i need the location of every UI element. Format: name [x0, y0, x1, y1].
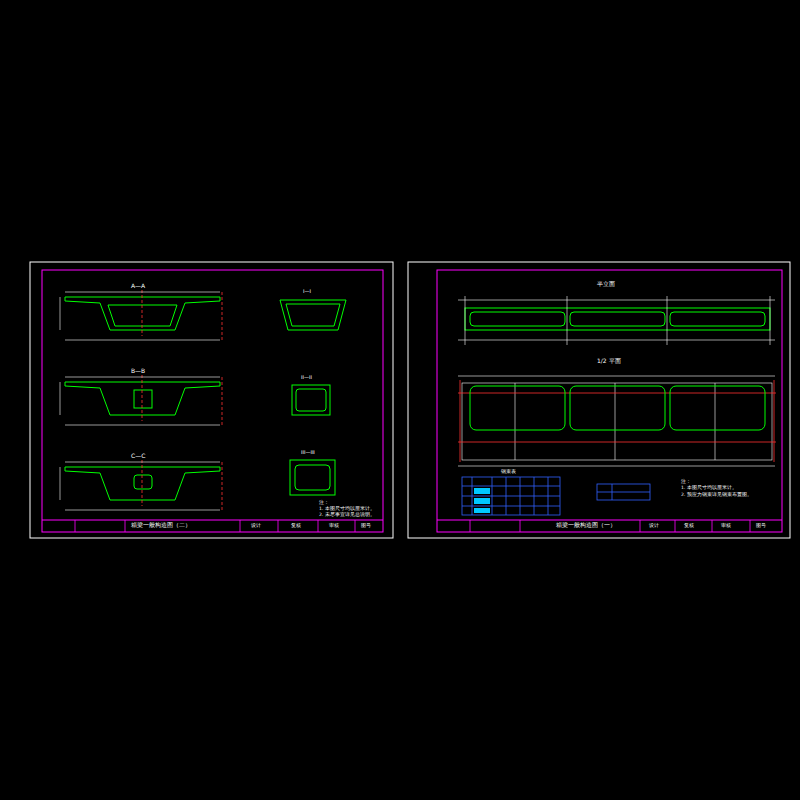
title-block-text: 图号 [755, 523, 767, 528]
detail-label: III—III [300, 450, 316, 455]
sheet-title: 箱梁一般构造图（二） [130, 522, 192, 528]
title-block-text: 复核 [290, 523, 302, 528]
section-label: B—B [130, 368, 146, 374]
note-text: 2. 预应力钢束详见钢束布置图。 [680, 493, 753, 498]
title-block-text: 审核 [328, 523, 340, 528]
view-label: 1/2 平面 [596, 358, 622, 364]
detail-label: II—II [300, 375, 313, 380]
detail-label: I—I [302, 289, 312, 294]
note-text: 2. 未尽事宜详见总说明。 [318, 513, 376, 518]
table-title: 钢束表 [500, 469, 517, 474]
title-block-text: 审核 [720, 523, 732, 528]
title-block-text: 设计 [648, 523, 660, 528]
note-heading: 注： [680, 479, 692, 484]
section-label: C—C [130, 453, 146, 459]
title-block-text: 复核 [683, 523, 695, 528]
note-text: 1. 本图尺寸均以厘米计。 [680, 486, 738, 491]
sheet-title: 箱梁一般构造图（一） [555, 522, 617, 528]
note-text: 1. 本图尺寸均以厘米计。 [318, 507, 376, 512]
title-block-text: 图号 [360, 523, 372, 528]
section-label: A—A [130, 283, 146, 289]
note-heading: 注： [318, 500, 330, 505]
view-label: 半立面 [596, 281, 616, 287]
title-block-text: 设计 [250, 523, 262, 528]
